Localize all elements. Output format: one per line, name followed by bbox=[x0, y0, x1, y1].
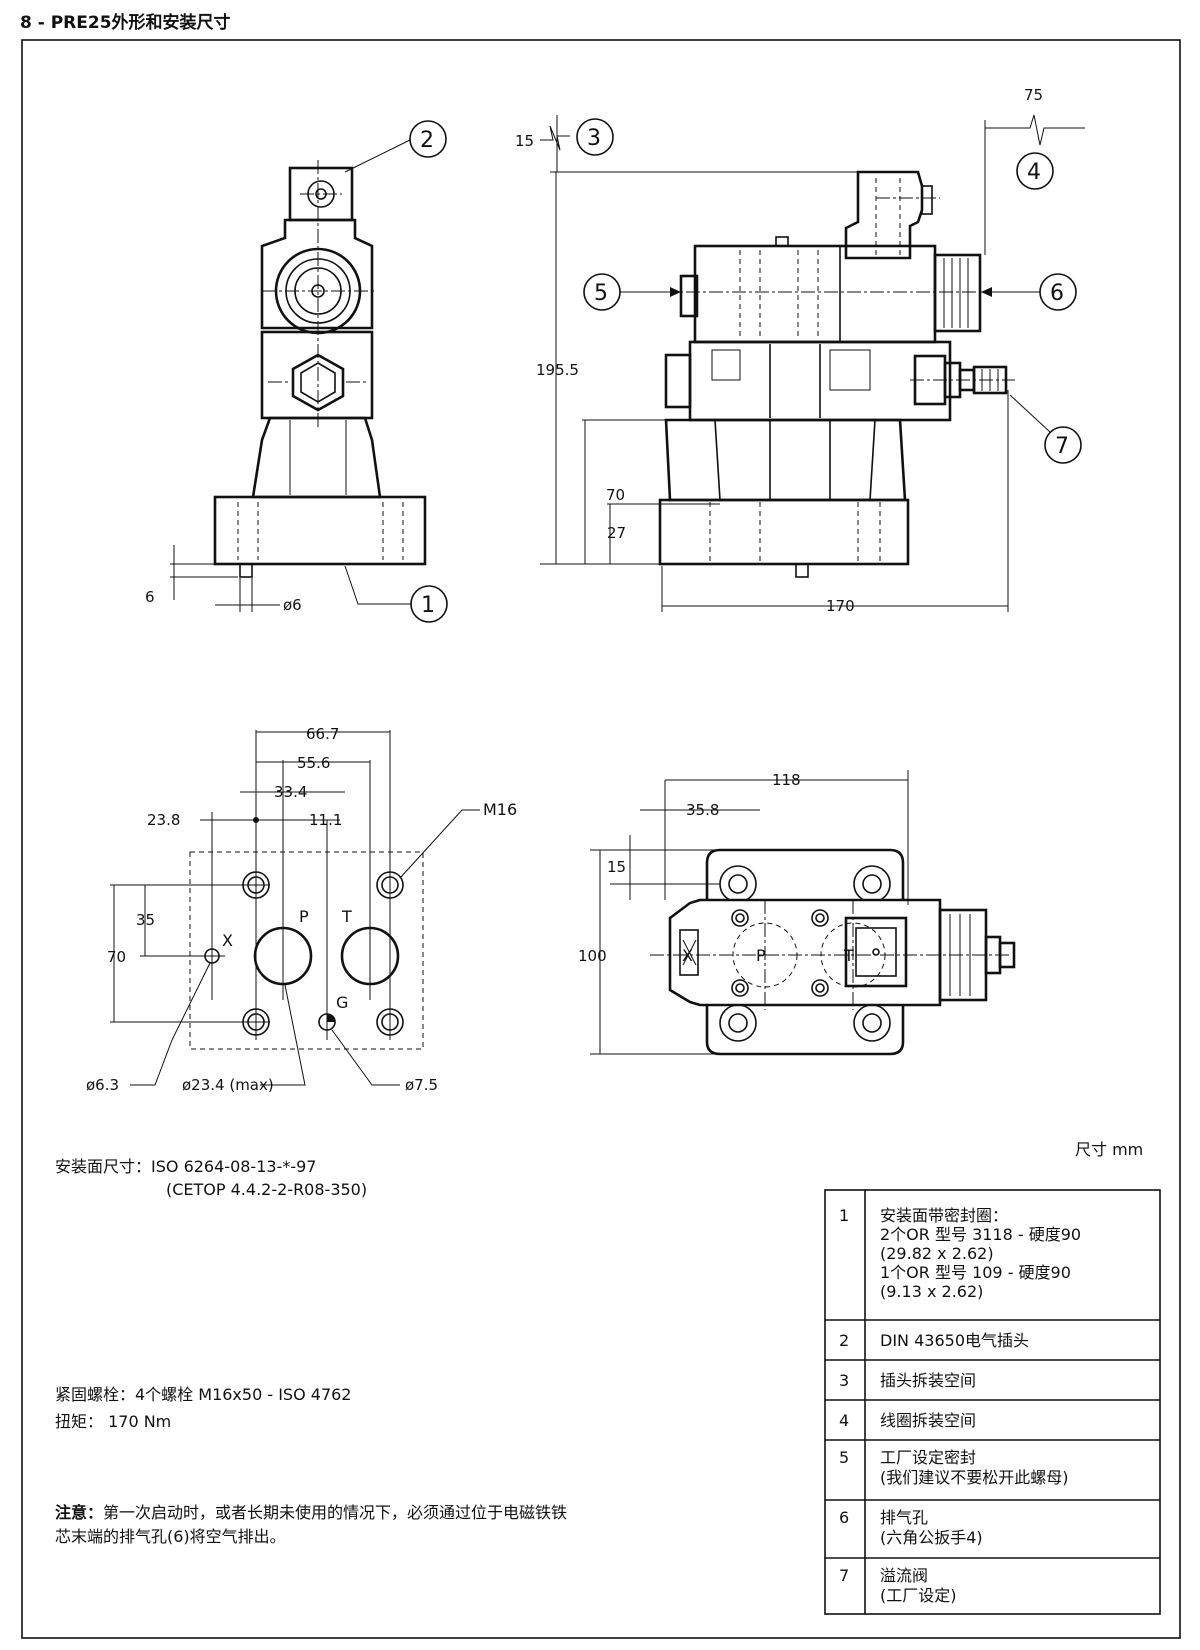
mf-dim-66-7: 66.7 bbox=[306, 725, 339, 743]
mf-port-g: G bbox=[336, 993, 348, 1012]
front-dim-195-5: 195.5 bbox=[536, 361, 579, 379]
legend-text-5a: 工厂设定密封 bbox=[880, 1448, 976, 1467]
legend-table: 1 安装面带密封圈： 2个OR 型号 3118 - 硬度90 (29.82 x … bbox=[824, 1189, 1161, 1615]
mf-hole-x: ø6.3 bbox=[86, 1076, 119, 1094]
tv-dim-100: 100 bbox=[578, 947, 607, 965]
mounting-surface-label: 安装面尺寸： bbox=[55, 1157, 151, 1176]
legend-text-6b: (六角公扳手4) bbox=[880, 1528, 983, 1547]
legend-num-6: 6 bbox=[839, 1508, 849, 1527]
tv-dim-15: 15 bbox=[607, 858, 626, 876]
callout-1: 1 bbox=[410, 585, 448, 623]
legend-text-1a: 安装面带密封圈： bbox=[880, 1206, 1008, 1225]
svg-text:6: 6 bbox=[1050, 281, 1064, 306]
mf-hole-pt: ø23.4 (max) bbox=[182, 1076, 274, 1094]
top-view: X P T 118 35.8 15 100 bbox=[578, 770, 1016, 1056]
callout-7: 7 bbox=[1044, 426, 1082, 464]
tv-port-t: T bbox=[843, 946, 854, 965]
mounting-surface-line2: (CETOP 4.4.2-2-R08-350) bbox=[166, 1180, 367, 1199]
units-note: 尺寸 mm bbox=[1075, 1140, 1143, 1159]
mf-hole-g: ø7.5 bbox=[405, 1076, 438, 1094]
legend-num-1: 1 bbox=[839, 1206, 849, 1225]
mf-port-t: T bbox=[341, 907, 352, 926]
legend-text-1d: 1个OR 型号 109 - 硬度90 bbox=[880, 1263, 1071, 1282]
side-dim-pin: ø6 bbox=[283, 596, 302, 614]
legend-text-3: 插头拆装空间 bbox=[880, 1371, 976, 1390]
svg-text:1: 1 bbox=[421, 593, 435, 618]
legend-text-7b: (工厂设定) bbox=[880, 1586, 957, 1605]
legend-text-7a: 溢流阀 bbox=[880, 1566, 928, 1585]
svg-text:4: 4 bbox=[1027, 160, 1041, 185]
mounting-surface-value: ISO 6264-08-13-*-97 bbox=[151, 1157, 316, 1176]
callout-6: 6 bbox=[1039, 273, 1077, 311]
bolts-line1: 紧固螺栓：4个螺栓 M16x50 - ISO 4762 bbox=[55, 1385, 351, 1404]
callout-3: 3 bbox=[576, 118, 614, 156]
notice-line2: 芯末端的排气孔(6)将空气排出。 bbox=[55, 1527, 286, 1546]
callout-5: 5 bbox=[583, 273, 621, 311]
front-dim-170: 170 bbox=[826, 597, 855, 615]
svg-text:5: 5 bbox=[594, 281, 608, 306]
svg-text:2: 2 bbox=[420, 128, 434, 153]
mf-dim-23-8: 23.8 bbox=[147, 811, 180, 829]
mounting-face-view: 66.7 55.6 33.4 23.8 11.1 35 70 X P T G M… bbox=[86, 725, 517, 1094]
callout-4: 4 bbox=[1016, 152, 1054, 190]
front-dim-15: 15 bbox=[515, 132, 534, 150]
legend-num-2: 2 bbox=[839, 1331, 849, 1350]
notice-text1: 第一次启动时，或者长期未使用的情况下，必须通过位于电磁铁铁 bbox=[103, 1503, 567, 1522]
legend-num-3: 3 bbox=[839, 1371, 849, 1390]
svg-text:7: 7 bbox=[1055, 434, 1069, 459]
mf-dim-33-4: 33.4 bbox=[274, 783, 307, 801]
page-heading: 8 - PRE25外形和安装尺寸 bbox=[20, 12, 231, 33]
legend-text-2: DIN 43650电气插头 bbox=[880, 1331, 1029, 1350]
bolts-line2: 扭矩： 170 Nm bbox=[55, 1412, 171, 1431]
front-dim-70: 70 bbox=[606, 486, 625, 504]
tv-dim-118: 118 bbox=[772, 771, 801, 789]
heading-rest: 外形和安装尺寸 bbox=[112, 12, 231, 33]
front-view: 15 195.5 70 27 170 75 bbox=[515, 86, 1085, 615]
mf-dim-70: 70 bbox=[107, 948, 126, 966]
mf-port-x: X bbox=[222, 931, 233, 950]
legend-num-5: 5 bbox=[839, 1448, 849, 1467]
mf-thread: M16 bbox=[483, 800, 517, 819]
tv-dim-35-8: 35.8 bbox=[686, 801, 719, 819]
svg-text:3: 3 bbox=[587, 126, 601, 151]
front-dim-27: 27 bbox=[607, 524, 626, 542]
side-view: 6 ø6 bbox=[145, 139, 427, 614]
legend-text-4: 线圈拆装空间 bbox=[880, 1411, 976, 1430]
legend-text-1e: (9.13 x 2.62) bbox=[880, 1282, 983, 1301]
legend-text-5b: (我们建议不要松开此螺母) bbox=[880, 1468, 1069, 1487]
side-dim-6: 6 bbox=[145, 588, 155, 606]
heading-prefix: 8 - PRE25 bbox=[20, 13, 112, 33]
legend-text-6a: 排气孔 bbox=[880, 1508, 928, 1527]
mf-dim-55-6: 55.6 bbox=[297, 754, 330, 772]
legend-text-1c: (29.82 x 2.62) bbox=[880, 1244, 994, 1263]
drawing-frame bbox=[21, 39, 1181, 1639]
tv-port-x: X bbox=[682, 946, 693, 965]
legend-text-1b: 2个OR 型号 3118 - 硬度90 bbox=[880, 1225, 1081, 1244]
notice-label: 注意： bbox=[55, 1503, 103, 1522]
mf-port-p: P bbox=[299, 907, 309, 926]
tv-port-p: P bbox=[756, 946, 766, 965]
callout-2: 2 bbox=[409, 120, 447, 158]
legend-num-7: 7 bbox=[839, 1566, 849, 1585]
legend-num-4: 4 bbox=[839, 1411, 849, 1430]
mf-dim-35: 35 bbox=[136, 911, 155, 929]
mf-dim-11-1: 11.1 bbox=[309, 811, 342, 829]
front-dim-75: 75 bbox=[1024, 86, 1043, 104]
mounting-surface-line1: 安装面尺寸：ISO 6264-08-13-*-97 bbox=[55, 1157, 316, 1176]
notice-line1: 注意：第一次启动时，或者长期未使用的情况下，必须通过位于电磁铁铁 bbox=[55, 1503, 567, 1522]
